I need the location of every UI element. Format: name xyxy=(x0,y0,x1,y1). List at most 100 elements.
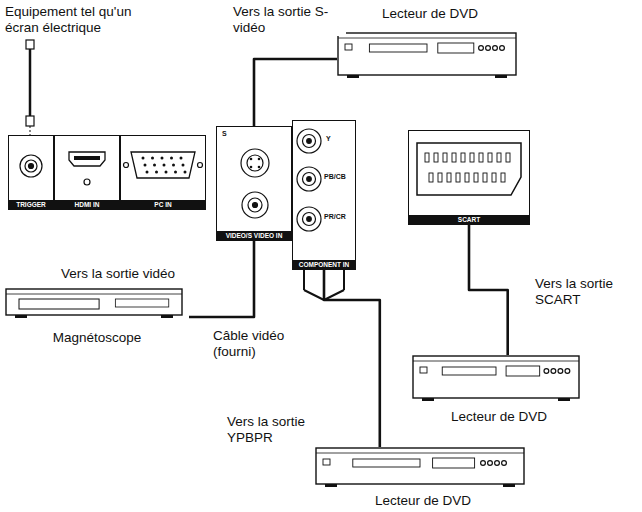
pin xyxy=(161,157,164,160)
power-button xyxy=(345,44,352,50)
connection-label: Vers la sortie SCART xyxy=(534,276,640,308)
terminal-label: TRIGGER xyxy=(9,200,53,209)
device-foot xyxy=(503,484,515,487)
pin xyxy=(146,171,149,174)
jack-pin xyxy=(307,177,312,182)
scart-pin xyxy=(456,173,460,182)
terminal-label: VIDEO/S VIDEO IN xyxy=(217,231,291,240)
connection-label: Vers la sortie vidéo xyxy=(60,266,232,282)
scart-pin xyxy=(443,153,447,162)
device-button xyxy=(495,461,500,466)
device-button xyxy=(486,46,491,51)
device-button xyxy=(558,369,563,374)
vcr-display xyxy=(115,299,168,307)
device-foot xyxy=(325,484,337,487)
power-button xyxy=(323,459,330,465)
scart-pin xyxy=(447,173,451,182)
device-button xyxy=(544,369,549,374)
device-foot xyxy=(347,75,359,78)
device-button xyxy=(488,461,493,466)
screw xyxy=(84,179,90,185)
scart-port xyxy=(417,143,521,195)
component-terminal: Y PB/CB PR/CR COMPONENT IN xyxy=(292,120,356,270)
scart-terminal: SCART xyxy=(408,130,530,225)
power-button xyxy=(420,367,427,373)
scart-pin xyxy=(425,153,429,162)
pin xyxy=(144,164,147,167)
jack-label: PR/CR xyxy=(324,213,346,221)
cable xyxy=(324,270,380,447)
device-button xyxy=(481,461,486,466)
jack-pin xyxy=(307,139,312,144)
hdmi-pins xyxy=(74,156,100,160)
device-label: Magnétoscope xyxy=(5,330,189,346)
screw xyxy=(124,163,129,168)
device-edge xyxy=(6,294,182,295)
cassette-slot xyxy=(19,299,99,309)
hdmi-terminal: HDMI IN xyxy=(54,135,120,210)
jack-ring xyxy=(20,155,42,177)
device-button xyxy=(493,46,498,51)
scart-pin xyxy=(434,153,438,162)
device-button xyxy=(551,369,556,374)
device-drawing xyxy=(293,121,357,271)
device-button xyxy=(500,46,505,51)
pin xyxy=(170,157,173,160)
device-button xyxy=(565,369,570,374)
scart-pin xyxy=(479,153,483,162)
scart-pin xyxy=(438,173,442,182)
svideo-jack xyxy=(247,155,263,171)
scart-pin xyxy=(452,153,456,162)
pin xyxy=(151,157,154,160)
device-foot xyxy=(15,315,27,318)
terminal-label: PC IN xyxy=(121,200,205,209)
pin xyxy=(182,164,185,167)
vcr: Magnétoscope xyxy=(5,288,189,346)
pin xyxy=(155,171,158,174)
scart-pin xyxy=(506,153,510,162)
trigger-guide xyxy=(30,126,31,135)
rca-jack xyxy=(297,207,321,231)
device-edge xyxy=(338,38,516,39)
device-edge xyxy=(316,453,524,454)
component-lead xyxy=(324,290,344,300)
dvd-display xyxy=(433,458,475,468)
device-drawing xyxy=(409,131,531,226)
trigger-plug xyxy=(26,116,34,126)
scart-pin xyxy=(497,153,501,162)
component-lead xyxy=(303,270,305,290)
disc-tray xyxy=(353,459,420,467)
scart-pin xyxy=(474,173,478,182)
dvd-display xyxy=(506,366,540,376)
connection-label: Vers la sortie S-vidéo xyxy=(232,4,346,36)
device-foot xyxy=(161,315,173,318)
pin xyxy=(174,171,177,174)
scart-pin xyxy=(470,153,474,162)
jack-label: Y xyxy=(326,135,331,143)
rca-jack xyxy=(297,129,321,153)
terminal-label: SCART xyxy=(409,215,529,224)
scart-pin xyxy=(501,173,505,182)
device-label: Lecteur de DVD xyxy=(412,409,586,425)
scart-pin xyxy=(465,173,469,182)
trigger-wire xyxy=(29,48,32,116)
scart-pin xyxy=(488,153,492,162)
dvd-display xyxy=(438,43,474,53)
device-edge xyxy=(413,361,579,362)
terminal-label: COMPONENT IN xyxy=(293,260,355,269)
device-body xyxy=(338,33,516,75)
device-foot xyxy=(495,75,507,78)
pin xyxy=(184,171,187,174)
cable-note: Câble vidéo (fourni) xyxy=(212,328,310,360)
pin xyxy=(258,166,261,169)
jack-label: PB/CB xyxy=(324,173,346,181)
disc-tray xyxy=(369,44,427,52)
jack-pin xyxy=(307,217,312,222)
rca-jack xyxy=(303,213,316,226)
trigger-plug xyxy=(26,40,34,49)
pin xyxy=(142,157,145,160)
pin xyxy=(258,158,261,161)
dvd-player: Lecteur de DVD xyxy=(337,6,523,84)
